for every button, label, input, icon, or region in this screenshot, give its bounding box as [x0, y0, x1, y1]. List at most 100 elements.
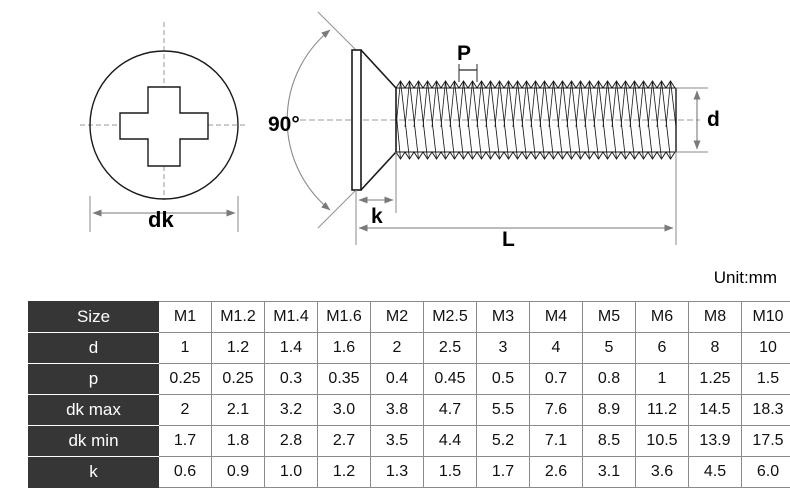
table-colheader-size: M8 [688, 301, 742, 333]
table-cell: 1.0 [264, 456, 318, 488]
table-cell: 4.4 [423, 425, 477, 457]
table-colheader-size: M6 [635, 301, 689, 333]
angle-leader-upper [317, 11, 363, 57]
table-cell: 5.5 [476, 394, 530, 426]
table-cell: 7.1 [529, 425, 583, 457]
table-cell: 3.5 [370, 425, 424, 457]
table-cell: 1.7 [158, 425, 212, 457]
table-colheader-size: M3 [476, 301, 530, 333]
angle-arc [286, 29, 331, 211]
table-cell: 4.5 [688, 456, 742, 488]
table-cell: 1.3 [370, 456, 424, 488]
table-cell: 1.8 [211, 425, 265, 457]
table-cell: 0.9 [211, 456, 265, 488]
table-cell: 1.5 [741, 363, 790, 395]
table-cell: 8.5 [582, 425, 636, 457]
angle-leader-lower [317, 183, 363, 229]
table-cell: 2.6 [529, 456, 583, 488]
L-label: L [502, 228, 515, 251]
head-outline-circle [89, 50, 239, 200]
table-cell: 3.2 [264, 394, 318, 426]
table-cell: 4 [529, 332, 583, 364]
table-cell: 8.9 [582, 394, 636, 426]
table-cell: 6.0 [741, 456, 790, 488]
table-cell: 3.0 [317, 394, 371, 426]
screw-side-view [286, 11, 708, 245]
table-rowheader: dk max [28, 394, 159, 426]
table-colheader-size: M4 [529, 301, 583, 333]
table-rowheader-size: Size [28, 301, 159, 333]
d-label: d [707, 108, 720, 131]
table-cell: 0.35 [317, 363, 371, 395]
table-cell: 1.2 [211, 332, 265, 364]
table-cell: 14.5 [688, 394, 742, 426]
table-rowheader: d [28, 332, 159, 364]
table-cell: 8 [688, 332, 742, 364]
table-cell: 3 [476, 332, 530, 364]
table-cell: 1.2 [317, 456, 371, 488]
table-colheader-size: M10 [741, 301, 790, 333]
thread-profile [395, 80, 677, 160]
table-cell: 11.2 [635, 394, 689, 426]
table-cell: 13.9 [688, 425, 742, 457]
table-cell: 2.5 [423, 332, 477, 364]
k-label: k [371, 205, 383, 228]
table-cell: 1 [158, 332, 212, 364]
table-cell: 0.25 [211, 363, 265, 395]
table-cell: 0.7 [529, 363, 583, 395]
dk-label: dk [148, 207, 174, 232]
table-colheader-size: M1 [158, 301, 212, 333]
table-rowheader: p [28, 363, 159, 395]
table-cell: 4.7 [423, 394, 477, 426]
table-cell: 3.1 [582, 456, 636, 488]
technical-drawing: dk 90° P k L d [80, 11, 720, 251]
table-cell: 0.3 [264, 363, 318, 395]
table-cell: 1.5 [423, 456, 477, 488]
table-colheader-size: M1.2 [211, 301, 265, 333]
table-cell: 7.6 [529, 394, 583, 426]
table-cell: 2.7 [317, 425, 371, 457]
table-cell: 5.2 [476, 425, 530, 457]
table-cell: 0.8 [582, 363, 636, 395]
table-cell: 1.25 [688, 363, 742, 395]
unit-note: Unit:mm [713, 268, 777, 287]
pitch-label: P [457, 42, 472, 65]
table-cell: 17.5 [741, 425, 790, 457]
table-cell: 1 [635, 363, 689, 395]
head-top-face [351, 49, 362, 191]
phillips-cross-recess [119, 86, 209, 167]
table-cell: 1.7 [476, 456, 530, 488]
table-cell: 6 [635, 332, 689, 364]
table-colheader-size: M2.5 [423, 301, 477, 333]
table-colheader-size: M1.6 [317, 301, 371, 333]
table-cell: 10.5 [635, 425, 689, 457]
table-cell: 0.5 [476, 363, 530, 395]
table-cell: 2 [370, 332, 424, 364]
table-cell: 2.8 [264, 425, 318, 457]
head-taper-lower [360, 151, 397, 191]
table-cell: 0.4 [370, 363, 424, 395]
table-colheader-size: M1.4 [264, 301, 318, 333]
table-cell: 1.6 [317, 332, 371, 364]
table-cell: 18.3 [741, 394, 790, 426]
table-cell: 3.6 [635, 456, 689, 488]
head-taper-upper [360, 49, 397, 89]
head-top-view [80, 22, 248, 232]
table-cell: 3.8 [370, 394, 424, 426]
table-rowheader: dk min [28, 425, 159, 457]
table-cell: 10 [741, 332, 790, 364]
table-rowheader: k [28, 456, 159, 488]
table-cell: 2.1 [211, 394, 265, 426]
table-cell: 2 [158, 394, 212, 426]
table-cell: 0.25 [158, 363, 212, 395]
table-cell: 0.45 [423, 363, 477, 395]
table-cell: 1.4 [264, 332, 318, 364]
